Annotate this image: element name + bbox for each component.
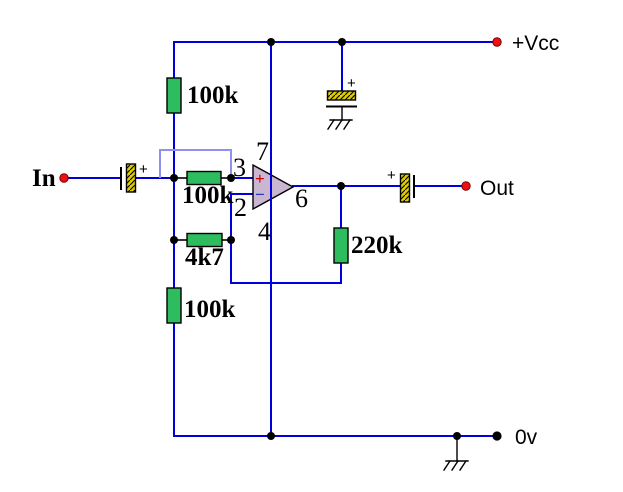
input-bypass-wire bbox=[159, 149, 232, 178]
opamp-triangle bbox=[252, 163, 295, 211]
ground-symbol-supply-cap bbox=[327, 119, 353, 130]
resistor-feedback bbox=[333, 227, 349, 264]
junction-output-node bbox=[337, 182, 345, 190]
junction-gain-resistor-left bbox=[170, 236, 178, 244]
resistor-bias-bottom bbox=[166, 287, 182, 324]
output-label: Out bbox=[480, 177, 514, 200]
opamp-pin6-label: 6 bbox=[295, 184, 308, 213]
resistor-bias-top-label: 100k bbox=[187, 82, 239, 109]
output-terminal-dot bbox=[461, 181, 471, 191]
input-label: In bbox=[32, 165, 56, 192]
resistor-series-input-label: 100k bbox=[182, 182, 234, 209]
junction-bottom-rail-opamp bbox=[267, 432, 275, 440]
junction-top-rail-opamp bbox=[267, 38, 275, 46]
resistor-series-input bbox=[186, 170, 222, 186]
opamp-pin4-label: 4 bbox=[258, 217, 271, 246]
junction-bottom-rail-ground bbox=[453, 432, 461, 440]
opamp-plus-mark: + bbox=[255, 169, 265, 188]
input-cap-polarity: + bbox=[139, 161, 148, 178]
junction-bias-node bbox=[170, 174, 178, 182]
junction-top-rail-cap bbox=[338, 38, 346, 46]
output-cap-polarity: + bbox=[387, 167, 396, 184]
input-cap-hatch bbox=[126, 164, 136, 192]
zero-volt-terminal-dot bbox=[492, 431, 502, 441]
supply-cap-polarity: + bbox=[347, 75, 356, 92]
junction-gain-resistor-right bbox=[227, 236, 235, 244]
resistor-bias-top bbox=[166, 77, 182, 114]
vcc-terminal-dot bbox=[492, 37, 502, 47]
vcc-label: +Vcc bbox=[512, 32, 559, 55]
opamp-pin7-label: 7 bbox=[256, 137, 269, 166]
junction-pin3-node bbox=[227, 174, 235, 182]
resistor-gain-label: 4k7 bbox=[185, 244, 224, 271]
ground-symbol-bottom-rail bbox=[443, 460, 469, 471]
output-cap-hatch bbox=[400, 174, 410, 202]
opamp-pin2-label: 2 bbox=[234, 193, 247, 222]
opamp-pin3-label: 3 bbox=[233, 153, 246, 182]
resistor-feedback-label: 220k bbox=[351, 232, 403, 259]
zero-volt-label: 0v bbox=[515, 426, 538, 449]
resistor-bias-bottom-label: 100k bbox=[184, 296, 236, 323]
input-terminal-dot bbox=[59, 173, 69, 183]
opamp-minus-mark: − bbox=[255, 185, 265, 204]
supply-cap-hatch bbox=[327, 91, 356, 100]
resistor-gain bbox=[186, 232, 223, 248]
